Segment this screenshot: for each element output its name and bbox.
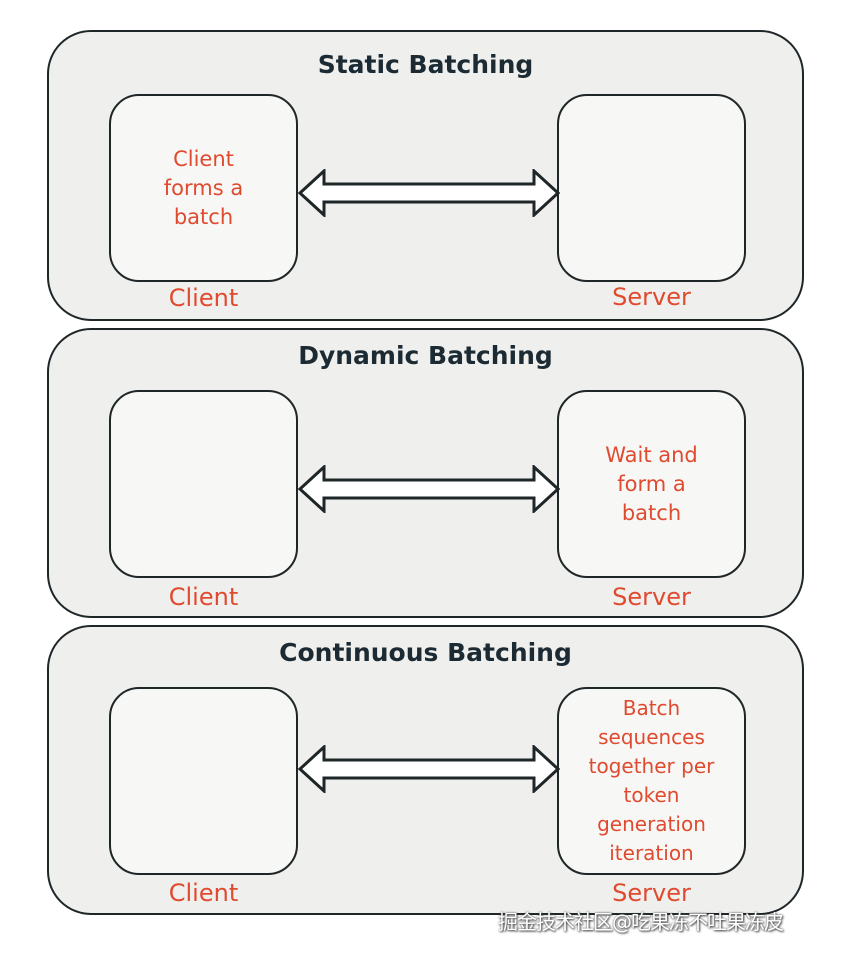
server-label: Server <box>612 879 691 907</box>
client-box <box>109 687 298 875</box>
server-box-text: Wait and form a batch <box>605 442 698 525</box>
static-batching-panel: Static Batching Client forms a batch Cli… <box>47 30 804 321</box>
server-box <box>557 94 746 282</box>
client-box <box>109 390 298 578</box>
client-label: Client <box>168 284 239 312</box>
client-label: Client <box>168 583 239 611</box>
double-headed-arrow-icon <box>298 745 560 793</box>
client-box: Client forms a batch <box>109 94 298 282</box>
client-box-text: Client forms a batch <box>163 146 244 229</box>
panel-title: Dynamic Batching <box>298 341 553 370</box>
server-box: Wait and form a batch <box>557 390 746 578</box>
client-label: Client <box>168 879 239 907</box>
double-headed-arrow-icon <box>298 169 560 217</box>
server-label: Server <box>612 283 691 311</box>
panel-title: Static Batching <box>317 50 534 79</box>
watermark: 掘金技术社区@吃果冻不吐果冻皮 <box>498 910 784 934</box>
double-headed-arrow-icon <box>298 465 560 513</box>
dynamic-batching-panel: Dynamic Batching Wait and form a batch C… <box>47 328 804 618</box>
continuous-batching-panel: Continuous Batching Batch sequences toge… <box>47 625 804 915</box>
server-box-text: Batch sequences together per token gener… <box>588 696 715 865</box>
server-box: Batch sequences together per token gener… <box>557 687 746 875</box>
panel-title: Continuous Batching <box>279 638 572 667</box>
server-label: Server <box>612 583 691 611</box>
